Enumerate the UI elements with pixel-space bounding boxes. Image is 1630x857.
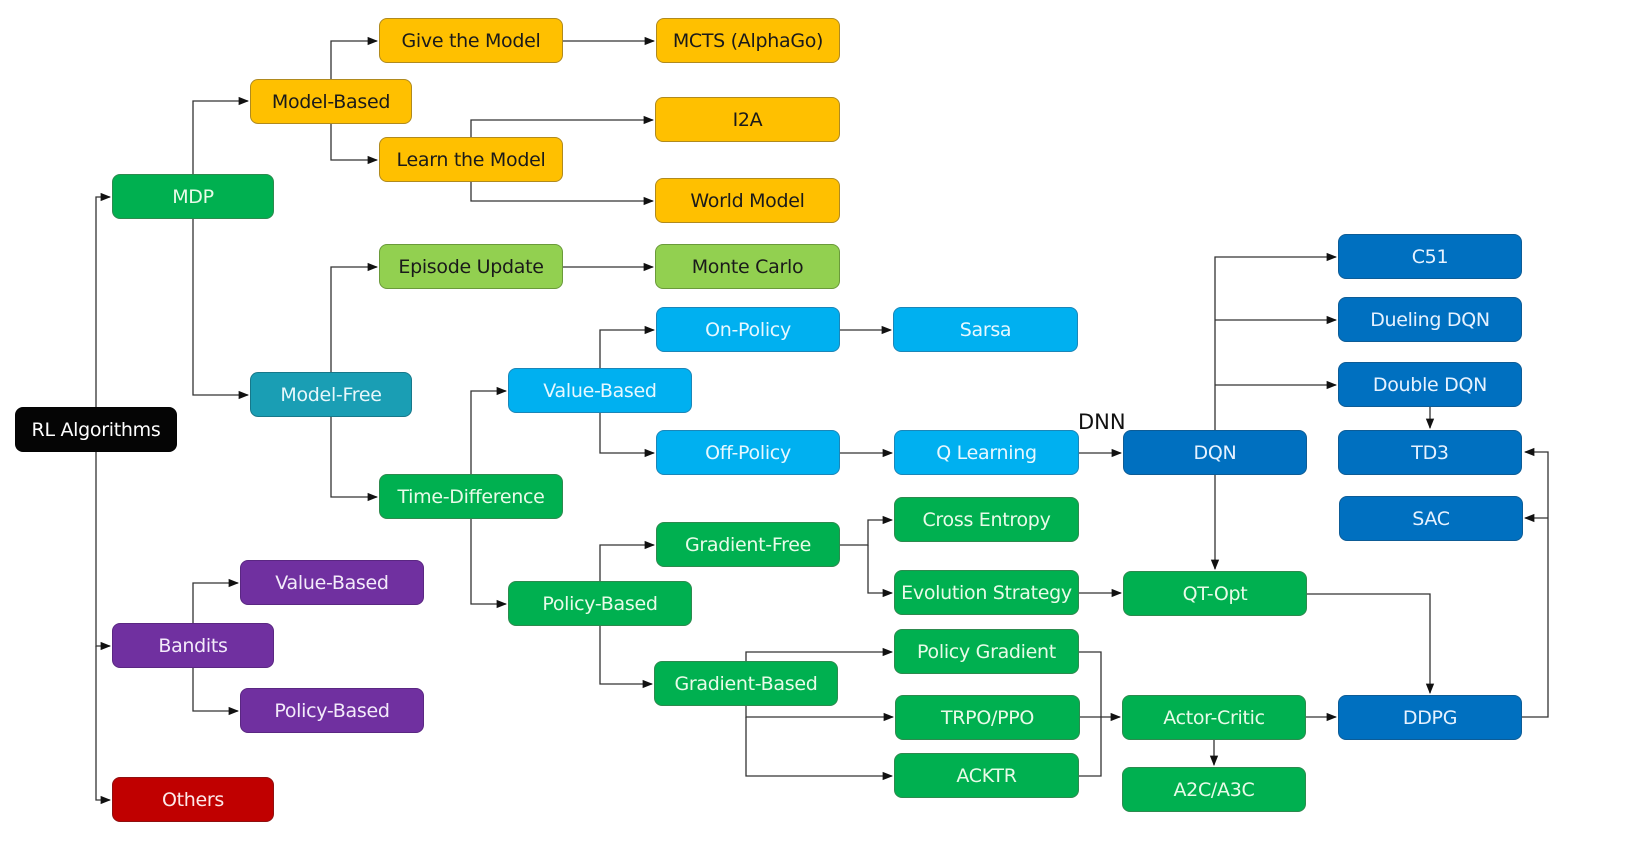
edge-model-free-episode <box>330 262 379 372</box>
edge-ddpg-td3 <box>1522 447 1549 718</box>
edge-learn-i2a <box>470 115 655 137</box>
node-mcts[interactable]: MCTS (AlphaGo) <box>656 18 840 63</box>
node-time-difference[interactable]: Time-Difference <box>379 474 563 519</box>
edge-td-value <box>470 386 508 474</box>
node-episode-update[interactable]: Episode Update <box>379 244 563 289</box>
node-monte-carlo[interactable]: Monte Carlo <box>655 244 840 289</box>
edge-pg-ac <box>1079 651 1102 777</box>
edge-policy-gbased <box>599 626 654 689</box>
node-model-based[interactable]: Model-Based <box>250 79 412 124</box>
node-mdp[interactable]: MDP <box>112 174 274 219</box>
node-dqn[interactable]: DQN <box>1123 430 1307 475</box>
node-model-free[interactable]: Model-Free <box>250 372 412 417</box>
node-bandit-policy-based[interactable]: Policy-Based <box>240 688 424 733</box>
edge-dqn-c51 <box>1214 252 1338 430</box>
node-acktr[interactable]: ACKTR <box>894 753 1079 798</box>
node-qt-opt[interactable]: QT-Opt <box>1123 571 1307 616</box>
dnn-edge-label: DNN <box>1078 410 1126 434</box>
node-bandit-value-based[interactable]: Value-Based <box>240 560 424 605</box>
edge-mdp-model-based <box>192 96 250 174</box>
node-on-policy[interactable]: On-Policy <box>656 307 840 352</box>
node-sarsa[interactable]: Sarsa <box>893 307 1078 352</box>
edge-mdp-model-free <box>192 219 250 400</box>
node-rl-algorithms[interactable]: RL Algorithms <box>15 407 177 452</box>
node-gradient-based[interactable]: Gradient-Based <box>654 661 838 706</box>
node-trpo-ppo[interactable]: TRPO/PPO <box>895 695 1080 740</box>
node-c51[interactable]: C51 <box>1338 234 1522 279</box>
node-td3[interactable]: TD3 <box>1338 430 1522 475</box>
edge-root-others <box>95 646 112 805</box>
node-ddpg[interactable]: DDPG <box>1338 695 1522 740</box>
edge-policy-gfree <box>599 540 656 581</box>
node-a2c-a3c[interactable]: A2C/A3C <box>1122 767 1306 812</box>
edge-model-based-learn <box>330 124 379 165</box>
node-actor-critic[interactable]: Actor-Critic <box>1122 695 1306 740</box>
edge-bandits-policy <box>192 668 240 716</box>
node-bandits[interactable]: Bandits <box>112 623 274 668</box>
edge-model-free-td <box>330 417 379 502</box>
edge-learn-world <box>470 182 655 206</box>
edge-gbased-trpo <box>745 706 895 722</box>
node-learn-the-model[interactable]: Learn the Model <box>379 137 563 182</box>
node-double-dqn[interactable]: Double DQN <box>1338 362 1522 407</box>
edge-value-off <box>599 413 656 458</box>
node-q-learning[interactable]: Q Learning <box>894 430 1079 475</box>
edge-td-policy <box>470 519 508 609</box>
node-gradient-free[interactable]: Gradient-Free <box>656 522 840 567</box>
edge-qtopt-ddpg <box>1307 593 1435 695</box>
node-evolution-strategy[interactable]: Evolution Strategy <box>894 570 1079 615</box>
node-off-policy[interactable]: Off-Policy <box>656 430 840 475</box>
edge-root-mdp <box>95 192 112 407</box>
edge-root-bandits <box>95 452 112 651</box>
node-world-model[interactable]: World Model <box>655 178 840 223</box>
node-td-policy-based[interactable]: Policy-Based <box>508 581 692 626</box>
node-dueling-dqn[interactable]: Dueling DQN <box>1338 297 1522 342</box>
node-policy-gradient[interactable]: Policy Gradient <box>894 629 1079 674</box>
edge-gfree-evo <box>867 545 894 598</box>
edge-model-based-give <box>330 36 379 79</box>
edge-bandits-value <box>192 578 240 623</box>
edge-gbased-pg <box>745 647 894 661</box>
node-sac[interactable]: SAC <box>1339 496 1523 541</box>
node-cross-entropy[interactable]: Cross Entropy <box>894 497 1079 542</box>
edge-gfree-cross <box>840 515 894 546</box>
node-others[interactable]: Others <box>112 777 274 822</box>
node-i2a[interactable]: I2A <box>655 97 840 142</box>
edge-value-on <box>599 325 656 368</box>
edge-gbased-acktr <box>745 717 894 781</box>
node-td-value-based[interactable]: Value-Based <box>508 368 692 413</box>
node-give-the-model[interactable]: Give the Model <box>379 18 563 63</box>
